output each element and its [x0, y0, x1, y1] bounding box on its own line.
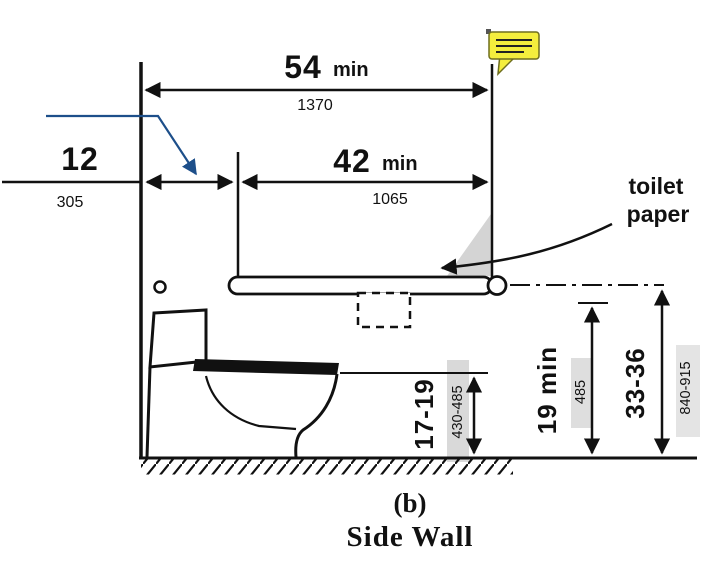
comment-note-icon[interactable] [486, 29, 540, 77]
dim-54-value: 54 [284, 49, 322, 85]
caption-index: (b) [394, 488, 427, 518]
toilet-paper-leader-arrow [440, 222, 613, 275]
seat-height-metric: 430-485 [450, 385, 466, 438]
dimension-rear-wall-to-front: 54 min 1370 [144, 49, 489, 114]
dim-12-metric: 305 [57, 194, 84, 211]
dispenser-height-value: 19 min [532, 346, 562, 434]
grab-bar-height-metric: 840-915 [678, 361, 694, 414]
dim-54-metric: 1370 [297, 97, 333, 114]
seat-height-value: 17-19 [409, 378, 439, 450]
toilet-body-left-edge [145, 366, 152, 458]
toilet-paper-label: toilet paper [440, 173, 690, 275]
grab-bar [227, 275, 508, 296]
blue-pointer-arrow-annotation[interactable] [46, 114, 197, 176]
toilet-bowl-front [294, 373, 339, 458]
dimension-dispenser-height: 19 min 485 [532, 302, 608, 455]
toilet-paper-label-line1: toilet [629, 173, 684, 199]
dispenser-height-metric: 485 [573, 380, 589, 404]
dim-42-value: 42 [333, 143, 371, 179]
dimension-rear-wall-offset: 12 305 [2, 141, 234, 211]
toilet-tank [148, 308, 208, 369]
toilet-bowl-contour [204, 375, 297, 431]
toilet-paper-dispenser-outline [356, 291, 412, 329]
grab-bar-height-value: 33-36 [620, 347, 650, 419]
dim-12-value: 12 [61, 141, 99, 177]
note-handle-dot [486, 29, 491, 34]
toilet-paper-label-line2: paper [627, 201, 690, 227]
dim-54-unit: min [333, 59, 369, 81]
floor-hatching [141, 459, 513, 475]
grab-bar-tube [227, 275, 494, 296]
dimension-grab-bar-height: 33-36 840-915 [620, 289, 694, 455]
dim-42-unit: min [382, 153, 418, 175]
shading-strip-seat [447, 360, 469, 462]
dimension-seat-height: 17-19 430-485 [340, 372, 488, 455]
caption-title: Side Wall [347, 521, 474, 553]
dimension-grab-bar-length: 42 min 1065 [236, 143, 489, 277]
shading-wedge [447, 214, 491, 276]
shading-strip-grabbar [676, 345, 700, 437]
figure-caption: (b) Side Wall [347, 488, 474, 553]
dim-42-metric: 1065 [372, 191, 408, 208]
toilet-seat [193, 359, 339, 375]
grab-bar-flange [486, 275, 508, 296]
wall-anchor-circle [153, 280, 167, 294]
toilet-figure [145, 280, 339, 458]
